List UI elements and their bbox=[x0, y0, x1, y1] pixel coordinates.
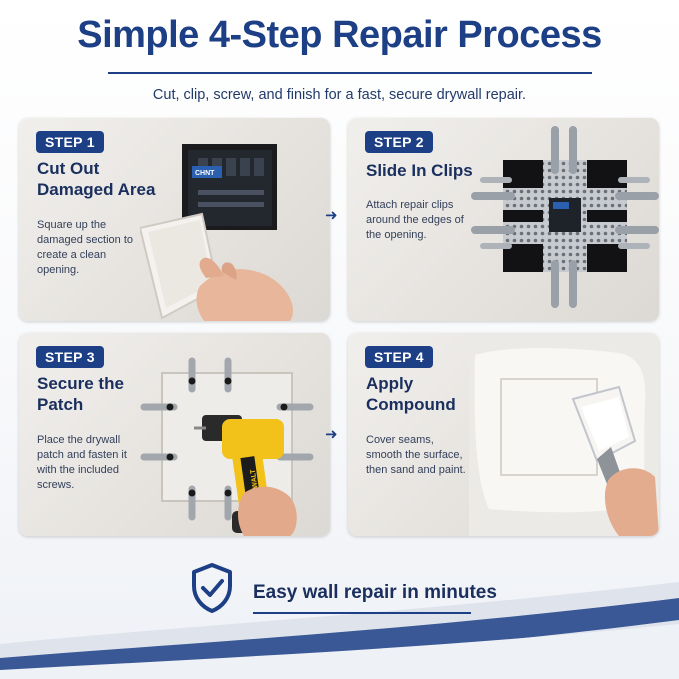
step-title: Cut Out Damaged Area bbox=[37, 159, 156, 199]
drill-brand-label: DEWALT bbox=[250, 468, 261, 498]
compound-illustration bbox=[469, 333, 659, 536]
step-card-1: STEP 1 Cut Out Damaged Area Square up th… bbox=[19, 118, 330, 321]
footer-tagline: Easy wall repair in minutes bbox=[253, 582, 497, 603]
step-card-2: STEP 2 Slide In Clips Attach repair clip… bbox=[348, 118, 659, 321]
step-description: Place the drywall patch and fasten it wi… bbox=[37, 434, 127, 491]
page-title: Simple 4-Step Repair Process bbox=[77, 14, 602, 56]
step-badge: STEP 3 bbox=[36, 346, 104, 368]
step-title: Apply Compound bbox=[366, 374, 456, 414]
step-description: Attach repair clips around the edges of … bbox=[366, 199, 464, 241]
footer-underline bbox=[253, 612, 471, 614]
clips-illustration bbox=[471, 126, 659, 308]
page-subtitle: Cut, clip, screw, and finish for a fast,… bbox=[152, 87, 527, 103]
step-title: Slide In Clips bbox=[366, 161, 473, 180]
next-step-arrow: ➜ bbox=[325, 426, 338, 443]
step-description: Cover seams, smooth the surface, then sa… bbox=[366, 434, 466, 476]
cut-out-illustration: CHNT bbox=[140, 144, 294, 321]
next-step-arrow: ➜ bbox=[325, 207, 338, 224]
step-badge: STEP 2 bbox=[365, 131, 433, 153]
step-description: Square up the damaged section to create … bbox=[37, 219, 134, 276]
step-badge: STEP 1 bbox=[36, 131, 104, 153]
panel-brand-label: CHNT bbox=[195, 170, 215, 177]
step-badge: STEP 4 bbox=[365, 346, 433, 368]
step-card-4: STEP 4 Apply Compound Cover seams, smoot… bbox=[348, 333, 659, 536]
step-card-3: STEP 3 Secure the Patch Place the drywal… bbox=[19, 333, 330, 536]
secure-patch-illustration: DEWALT bbox=[140, 357, 314, 536]
title-underline bbox=[108, 72, 592, 74]
footer-wave bbox=[0, 582, 679, 679]
shield-check-icon bbox=[192, 563, 232, 613]
step-title: Secure the Patch bbox=[37, 374, 124, 414]
